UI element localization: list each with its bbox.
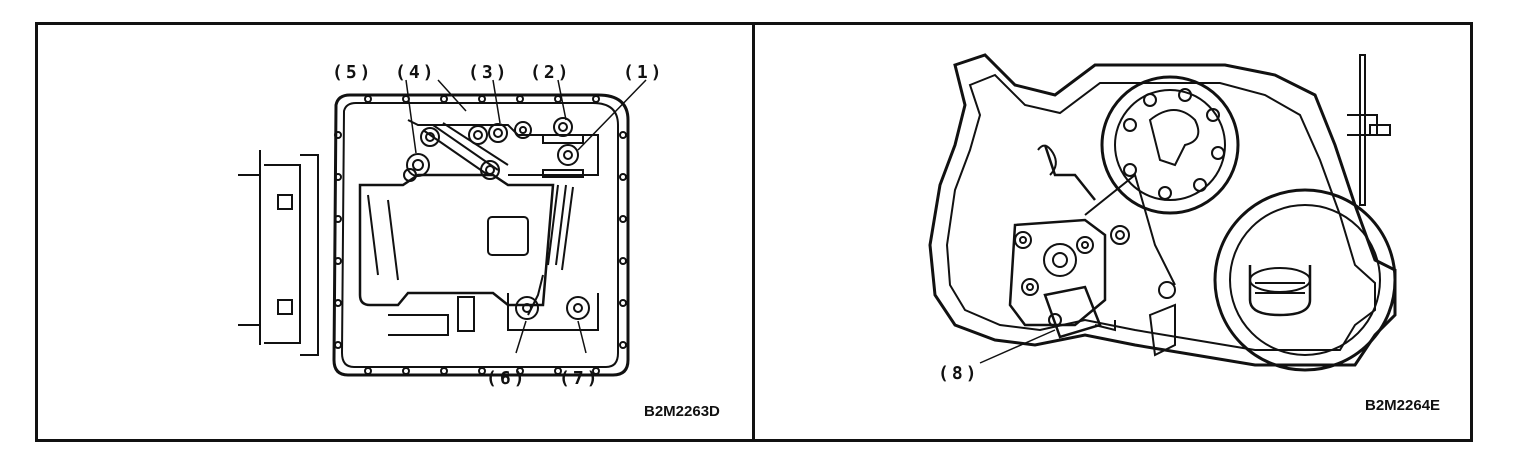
- figure-code: B2M2264E: [1365, 397, 1441, 414]
- valve-body-drawing: [238, 79, 647, 377]
- callout-5: (5): [332, 62, 374, 83]
- bolt-hole: [554, 95, 562, 103]
- callout-3: (3): [468, 62, 510, 83]
- bolt-hole: [402, 367, 410, 375]
- bolt-hole: [334, 299, 342, 307]
- valve-body-figure: (5) (4) (3) (2) (1) (6) (7) B2M2263D: [38, 25, 752, 439]
- bolt-hole: [619, 257, 627, 265]
- housing-drawing: [928, 53, 1397, 372]
- bolt-hole: [516, 367, 524, 375]
- bolt-hole: [516, 95, 524, 103]
- callout-6: (6): [486, 368, 528, 389]
- figure-code: B2M2263D: [644, 403, 720, 420]
- bolt-hole: [478, 367, 486, 375]
- bolt-hole: [334, 173, 342, 181]
- callout-4: (4): [395, 62, 437, 83]
- callout-2: (2): [530, 62, 572, 83]
- pan-bolt-holes: [334, 95, 627, 375]
- bolt-hole: [592, 367, 600, 375]
- bolt-hole: [619, 215, 627, 223]
- housing-figure: (8) B2M2264E: [755, 25, 1470, 439]
- bolt-hole: [619, 299, 627, 307]
- bolt-hole: [334, 341, 342, 349]
- callout-1: (1): [623, 62, 665, 83]
- bolt-hole: [440, 367, 448, 375]
- bolt-hole: [364, 367, 372, 375]
- bolt-hole: [478, 95, 486, 103]
- bolt-hole: [619, 341, 627, 349]
- callout-7: (7): [559, 368, 601, 389]
- bolt-hole: [334, 131, 342, 139]
- bolt-hole: [334, 257, 342, 265]
- figure-divider: [752, 22, 755, 442]
- bolt-hole: [554, 367, 562, 375]
- bolt-hole: [619, 173, 627, 181]
- bolt-hole: [334, 215, 342, 223]
- bolt-hole: [440, 95, 448, 103]
- bolt-hole: [592, 95, 600, 103]
- callout-8: (8): [938, 363, 980, 384]
- bolt-hole: [364, 95, 372, 103]
- bolt-hole: [619, 131, 627, 139]
